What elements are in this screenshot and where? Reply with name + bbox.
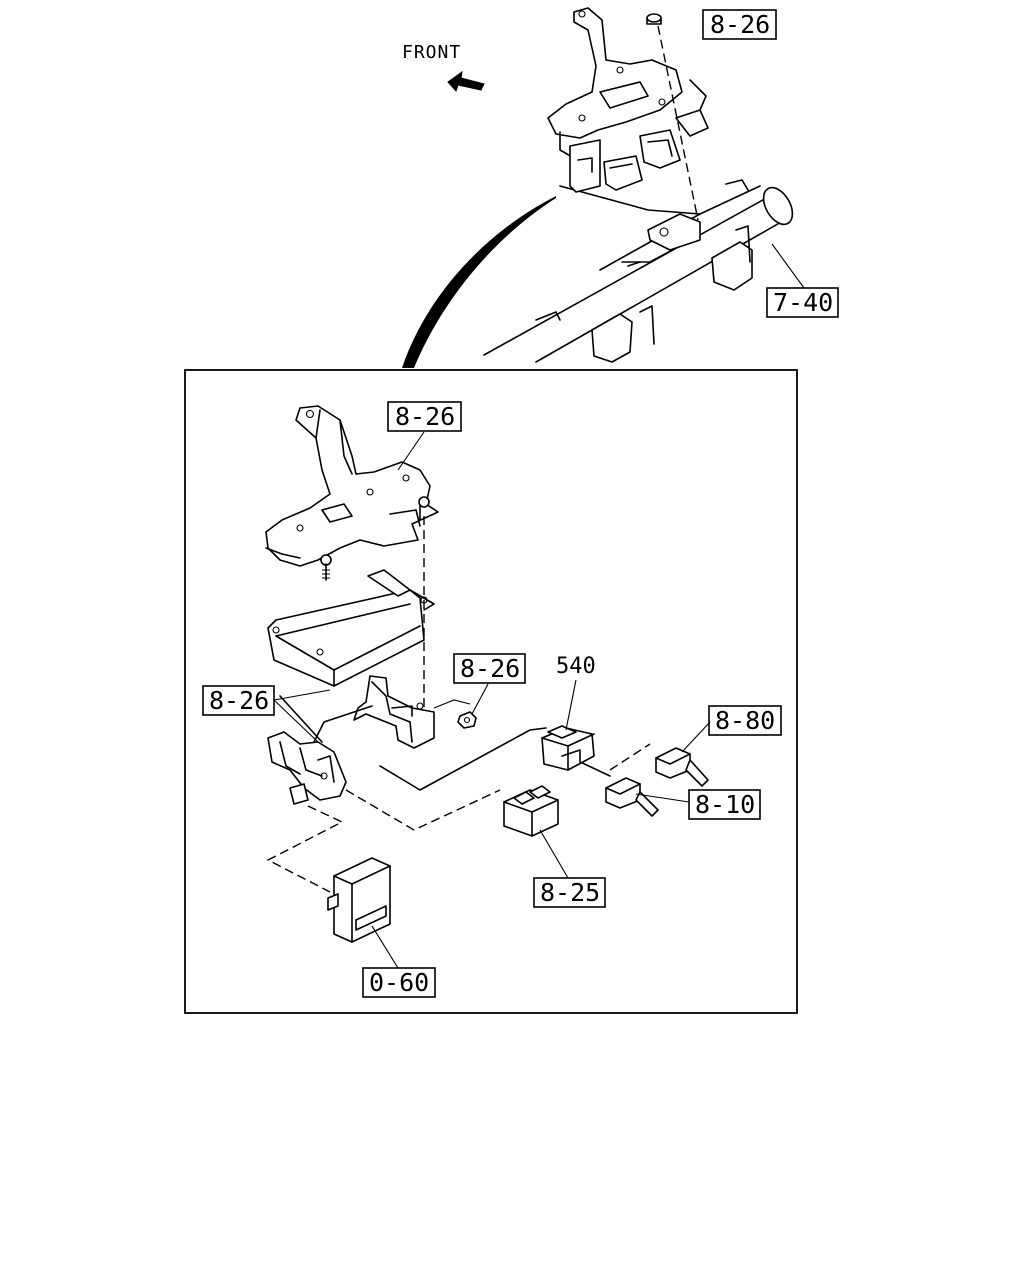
- switch-b-part: [605, 777, 659, 817]
- harness-wire-main: [379, 727, 547, 791]
- callout-switch-b-label: 8-10: [695, 790, 755, 819]
- harness-wire-relay: [345, 789, 501, 831]
- detail-frame: [184, 369, 798, 1014]
- electronic-module: [267, 569, 435, 687]
- harness-connector: [267, 695, 373, 805]
- callout-relay-label: 8-25: [540, 878, 600, 907]
- relay-part: [503, 785, 559, 837]
- harness-wire-switch-b: [609, 743, 651, 771]
- callout-bracket: 8-26: [387, 401, 462, 471]
- detail-assembly: [265, 405, 709, 943]
- callout-relay: 8-25: [533, 829, 606, 908]
- nut-part: [433, 699, 477, 729]
- callout-nut-label: 8-26: [460, 654, 520, 683]
- callout-harness-label: 8-26: [209, 686, 269, 715]
- front-arrow-icon: [447, 70, 485, 92]
- sub-bracket: [353, 675, 435, 749]
- mounting-bracket: [265, 405, 439, 581]
- callout-connector-540-label: 540: [556, 654, 596, 679]
- callout-crossmember: 7-40: [766, 243, 839, 318]
- upper-bracket-assembly: [547, 7, 709, 193]
- front-label: FRONT: [402, 42, 461, 63]
- callout-connector-540: 540: [556, 654, 596, 731]
- callout-bracket-label: 8-26: [395, 402, 455, 431]
- callout-switch-a-label: 8-80: [715, 706, 775, 735]
- switch-a-part: [655, 747, 709, 787]
- callout-switch-a: 8-80: [681, 705, 782, 753]
- overview-assembly: FRONT: [402, 7, 794, 368]
- callout-switch-b: 8-10: [635, 789, 761, 820]
- callout-crossmember-label: 7-40: [773, 288, 833, 317]
- detail-leader-curve: [402, 196, 556, 368]
- bolt-part: [646, 13, 699, 221]
- callout-bolt: 8-26: [702, 9, 777, 40]
- callout-nut: 8-26: [453, 653, 526, 715]
- callout-harness: 8-26: [202, 685, 331, 743]
- control-unit: [327, 857, 391, 943]
- callout-control-unit: 0-60: [362, 925, 436, 998]
- cross-member: [483, 179, 794, 363]
- callout-bolt-label: 8-26: [710, 10, 770, 39]
- harness-wire-unit: [266, 805, 344, 893]
- connector-540: [541, 725, 595, 771]
- callout-control-unit-label: 0-60: [369, 968, 429, 997]
